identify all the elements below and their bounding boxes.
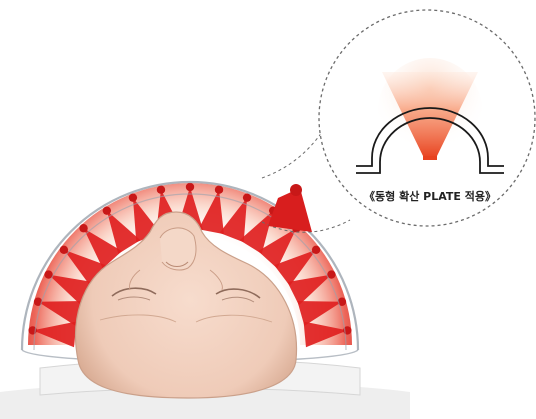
led-bead	[79, 224, 87, 232]
inset-detail: 《동형 확산 PLATE 적용》	[319, 10, 535, 226]
inset-caption: 《동형 확산 PLATE 적용》	[364, 189, 496, 203]
led-bead	[129, 193, 137, 201]
led-bead	[243, 193, 251, 201]
led-bead	[157, 185, 165, 193]
led-bead	[312, 246, 320, 254]
led-bead	[60, 246, 68, 254]
nose	[160, 228, 196, 270]
led-emitter	[423, 156, 437, 160]
led-bead	[215, 185, 223, 193]
led-bead	[186, 183, 194, 191]
led-bead	[103, 206, 111, 214]
